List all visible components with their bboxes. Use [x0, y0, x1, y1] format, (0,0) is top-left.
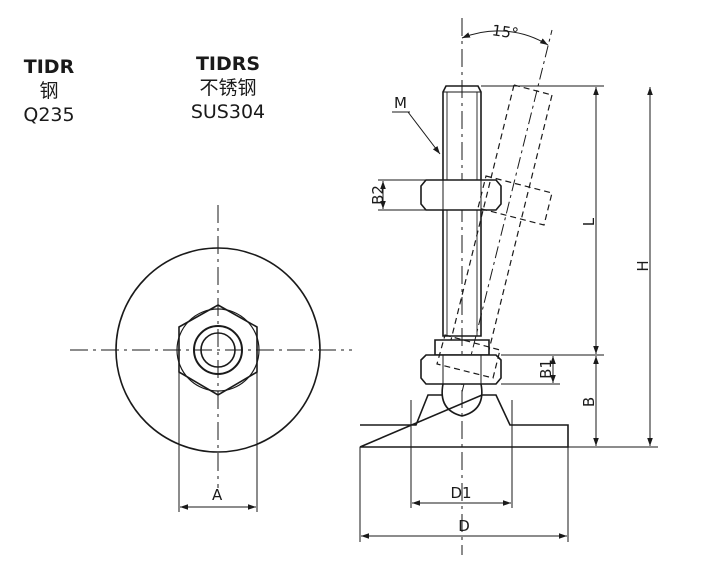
dimension-l-label: L: [580, 217, 598, 226]
tilted-rod-outline: [436, 84, 553, 379]
thread-label: M: [394, 94, 407, 112]
material-grade: SUS304: [190, 101, 266, 123]
ball-joint: [441, 383, 483, 417]
material-label-tidrs: TIDRS 不锈钢 SUS304: [180, 52, 276, 124]
product-code: TIDR: [23, 56, 75, 78]
lower-nut: [420, 354, 502, 385]
angle-arc: [461, 30, 549, 46]
base-plate: [359, 394, 569, 448]
dimension-b1-label: B1: [537, 359, 555, 379]
m-leader-line: [407, 111, 441, 155]
dimension-d1-label: D1: [450, 484, 471, 502]
dimension-h-label: H: [634, 260, 652, 271]
dimension-b-label: B: [580, 397, 598, 407]
dimension-d-label: D: [458, 517, 470, 535]
top-view: [70, 205, 352, 512]
material-name: 钢: [39, 80, 59, 102]
product-code: TIDRS: [195, 53, 261, 75]
side-view: [359, 18, 658, 555]
tilted-centerline: [461, 29, 553, 393]
material-grade: Q235: [23, 104, 75, 126]
dimension-b2-label: B2: [369, 185, 387, 205]
material-name: 不锈钢: [199, 77, 257, 99]
dimension-a-label: A: [212, 486, 223, 504]
material-label-tidr: TIDR 钢 Q235: [8, 55, 90, 127]
angle-label: 15°: [491, 21, 520, 43]
